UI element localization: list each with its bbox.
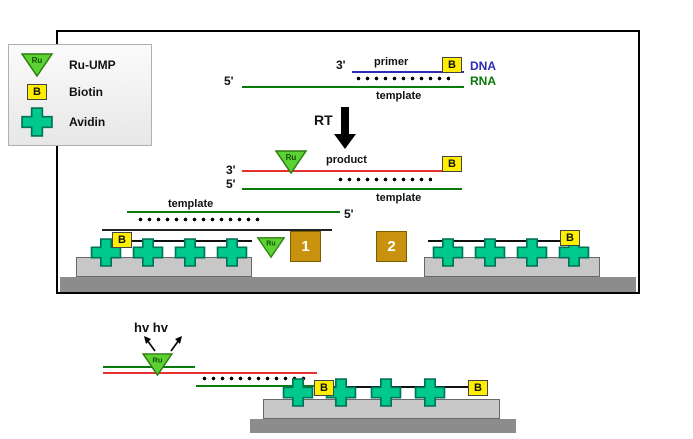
legend-item-ru-ump: Ru Ru-UMP	[15, 52, 145, 78]
avidin-icon	[432, 238, 464, 267]
legend-label-ru-ump: Ru-UMP	[69, 58, 116, 72]
template-line-bottom	[196, 385, 334, 387]
biotin-tag-product: B	[442, 156, 462, 172]
rna-template-line-mid	[242, 188, 462, 190]
legend-item-avidin: Avidin	[15, 106, 145, 138]
biotin-icon: B	[15, 84, 59, 100]
ru-ump-icon-bottom: Ru	[141, 353, 174, 377]
avidin-icon	[216, 238, 248, 267]
biotin-tag-primer: B	[442, 57, 462, 73]
avidin-icon	[474, 238, 506, 267]
avidin-icon	[132, 238, 164, 267]
ru-glyph: Ru	[286, 153, 297, 162]
biotin-tag-bottom-right: B	[468, 380, 488, 396]
avidin-icon	[370, 378, 402, 407]
right-capture-surface	[424, 257, 600, 277]
hv-emission-arrows	[144, 336, 182, 352]
capture-strand-line	[102, 229, 332, 231]
template-label-mid: template	[376, 192, 422, 204]
electrode-base-bar	[60, 277, 636, 292]
legend-item-biotin: B Biotin	[15, 84, 145, 100]
ru-glyph: Ru	[32, 56, 43, 65]
primer-3prime-label: 3'	[336, 58, 346, 72]
ru-ump-icon: Ru	[15, 52, 59, 78]
ru-ump-icon-chip: Ru	[256, 237, 286, 259]
free-template-line	[127, 211, 340, 213]
product-line-bottom	[103, 372, 317, 374]
template-label-top: template	[376, 90, 422, 102]
hybridization-dots-top	[354, 76, 450, 81]
bottom-base-bar	[250, 419, 516, 433]
electrode-1: 1	[290, 231, 321, 262]
rt-label: RT	[314, 112, 333, 128]
avidin-icon	[90, 238, 122, 267]
bound-strand-line-right	[428, 240, 566, 242]
rna-template-line-top	[242, 86, 464, 88]
hybridization-dots-free	[136, 217, 262, 222]
product-label: product	[326, 154, 367, 166]
avidin-icon	[174, 238, 206, 267]
ru-glyph: Ru	[266, 241, 275, 248]
left-capture-surface	[76, 257, 252, 277]
template-label-free: template	[168, 198, 214, 210]
hv-emission-label: hv hv	[134, 320, 168, 335]
ru-ump-icon-product: Ru	[274, 150, 308, 175]
rna-label: RNA	[470, 74, 496, 88]
ru-glyph: Ru	[152, 356, 163, 365]
template-5prime-label-mid: 5'	[226, 177, 236, 191]
biotin-glyph: B	[27, 84, 47, 100]
dna-label: DNA	[470, 59, 496, 73]
hybridization-dots-product	[336, 177, 432, 182]
avidin-icon	[15, 106, 59, 138]
bound-strand-line-left	[100, 240, 252, 242]
electrode-2: 2	[376, 231, 407, 262]
legend-label-avidin: Avidin	[69, 115, 106, 129]
rt-arrow-head	[334, 134, 356, 149]
avidin-icon	[282, 378, 314, 407]
dna-primer-line	[352, 71, 464, 73]
avidin-icon	[414, 378, 446, 407]
avidin-icon	[516, 238, 548, 267]
product-line	[242, 170, 458, 172]
bound-strand-line-bottom	[334, 386, 472, 388]
hybridization-dots-bottom	[200, 376, 310, 381]
biotin-tag-bottom-left: B	[314, 380, 334, 396]
template-5prime-label-top: 5'	[224, 74, 234, 88]
biotin-tag-right-surface: B	[560, 230, 580, 246]
avidin-icon	[558, 238, 590, 267]
legend: Ru Ru-UMP B Biotin Avidin	[8, 44, 152, 146]
product-3prime-label: 3'	[226, 163, 236, 177]
primer-label: primer	[374, 56, 409, 68]
rna-fragment-line-bottom	[103, 366, 195, 368]
legend-label-biotin: Biotin	[69, 85, 103, 99]
free-template-5prime-label: 5'	[344, 207, 354, 221]
biotin-tag-left-surface: B	[112, 232, 132, 248]
rt-arrow-shaft	[341, 107, 349, 134]
